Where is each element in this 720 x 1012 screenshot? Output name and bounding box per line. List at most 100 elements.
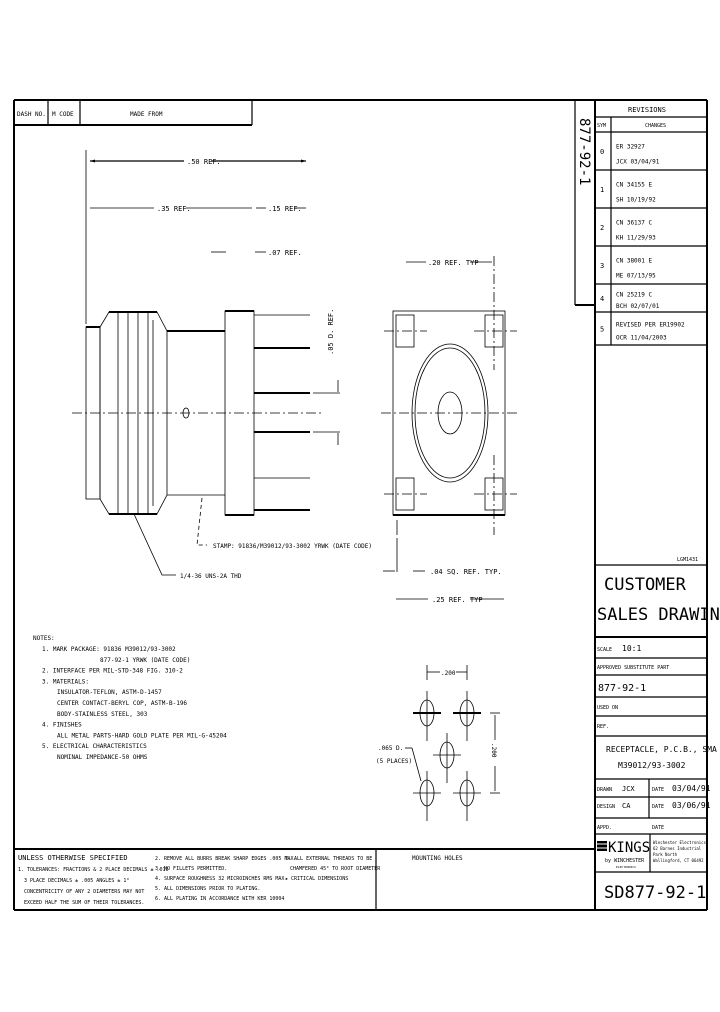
tolerance-line: 6. ALL PLATING IN ACCORDANCE WITH KER 10… — [155, 896, 284, 902]
revision-change-line2: ME 07/13/95 — [616, 273, 656, 280]
revision-change-line2: BCH 02/07/01 — [616, 303, 660, 310]
dim-right: .15 REF. — [268, 205, 302, 213]
note-line: 877-92-1 YRWK (DATE CODE) — [100, 657, 190, 664]
ref-label: REF. — [597, 724, 609, 730]
drawing-frame — [13, 99, 708, 911]
drawing-code: LGM1431 — [677, 557, 698, 563]
note-line: 5. ELECTRICAL CHARACTERISTICS — [42, 743, 147, 750]
drawn-by: JCX — [622, 785, 635, 793]
address-line: 62 Barnes Industrial — [653, 846, 702, 851]
dim-width-typ: .25 REF. TYP — [432, 596, 483, 604]
revision-sym: 2 — [600, 224, 604, 232]
note-line: CENTER CONTACT-BERYL COP, ASTM-B-196 — [57, 700, 187, 707]
dim-hole-pitch-h: .200 — [441, 670, 456, 677]
note-line: 1. MARK PACKAGE: 91836 M39012/93-3002 — [42, 646, 176, 653]
dim-hole-pitch-v: .200 — [490, 743, 497, 758]
scale-value: 10:1 — [622, 644, 641, 653]
tolerance-line: ★ CRITICAL DIMENSIONS — [285, 876, 348, 882]
drawn-date-label: DATE — [652, 787, 664, 793]
header-made-from: MADE FROM — [130, 111, 163, 118]
kings-logo: KINGS by WINCHESTER ELECTRONICS — [597, 840, 650, 869]
tolerance-line: 4. SURFACE ROUGHNESS 32 MICROINCHES RMS … — [155, 876, 287, 882]
note-line: BODY-STAINLESS STEEL, 303 — [57, 711, 148, 718]
approved-substitute-label: APPROVED SUBSTITUTE PART — [597, 665, 669, 671]
header-table: DASH NO. M CODE MADE FROM — [14, 100, 253, 126]
note-line: INSULATOR-TEFLON, ASTM-D-1457 — [57, 689, 162, 696]
tolerance-line: EXCEED HALF THE SUM OF THEIR TOLERANCES. — [24, 900, 144, 906]
design-by: CA — [622, 802, 631, 810]
revision-sym: 0 — [600, 148, 604, 156]
note-line: 3. MATERIALS: — [42, 678, 89, 685]
vertical-part-number: 877-92-1 — [576, 118, 592, 185]
logo-kings: KINGS — [608, 840, 650, 856]
side-view-dimensions: .50 REF. .35 REF. .15 REF. .07 REF. .05 … — [90, 158, 372, 580]
approved-substitute-value: 877-92-1 — [598, 683, 646, 694]
dim-left: .35 REF. — [157, 205, 191, 213]
revision-change-line1: REVISED PER ER19902 — [616, 322, 685, 329]
dim-sq-typ: .04 SQ. REF. TYP. — [430, 568, 502, 576]
address-line: Wallingford, CT 06492 — [653, 858, 704, 863]
tolerance-line: 2. REMOVE ALL BURRS BREAK SHARP EDGES .0… — [155, 856, 296, 862]
mounting-holes-label: MOUNTING HOLES — [412, 855, 463, 862]
thread-callout: 1/4-36 UNS-2A THD — [180, 573, 242, 580]
drawn-date: 03/04/91 — [672, 784, 711, 793]
dim-top-typ: .20 REF. TYP — [428, 259, 479, 267]
logo-electronics: ELECTRONICS — [616, 865, 636, 869]
notes-block: NOTES: 1. MARK PACKAGE: 91836 M39012/93-… — [33, 635, 227, 761]
note-line: 2. INTERFACE PER MIL-STD-348 FIG. 310-2 — [42, 668, 183, 675]
used-on-label: USED ON — [597, 705, 618, 711]
center-mark-icon — [182, 407, 190, 419]
tolerance-heading: UNLESS OTHERWISE SPECIFIED — [18, 854, 128, 862]
tolerance-line: CHAMFERED 45° TO ROOT DIAMETER — [290, 866, 381, 872]
scale-label: SCALE — [597, 647, 612, 653]
connector-side-view — [72, 150, 340, 576]
tolerance-line: 3 PLACE DECIMALS ± .005 ANGLES ± 1° — [24, 878, 129, 884]
mounting-holes-view: .200 .200 .065 D. (5 PLACES) MOUNTING HO… — [376, 665, 500, 862]
title-customer: CUSTOMER — [604, 575, 687, 595]
drawn-label: DRAWN — [597, 787, 612, 793]
tolerance-line: 7. ALL EXTERNAL THREADS TO BE — [285, 856, 372, 862]
revision-change-line1: CN 25219 C — [616, 292, 653, 299]
notes-heading: NOTES: — [33, 635, 55, 642]
logo-winchester: by WINCHESTER — [605, 858, 645, 864]
design-date: 03/06/91 — [672, 801, 711, 810]
connector-front-view — [381, 256, 517, 572]
revisions-title: REVISIONS — [628, 106, 666, 114]
revision-sym: 1 — [600, 186, 604, 194]
appd-label: APPD. — [597, 825, 612, 831]
header-dash-no: DASH NO. — [17, 111, 46, 118]
title-block: LGM1431 CUSTOMER SALES DRAWING SCALE 10:… — [595, 557, 720, 903]
description-line2: M39012/93-3002 — [618, 761, 686, 770]
tolerance-line: 3. NO FILLETS PERMITTED. — [155, 866, 227, 872]
revision-change-line2: JCX 03/04/91 — [616, 159, 660, 166]
design-date-label: DATE — [652, 804, 664, 810]
note-line: ALL METAL PARTS-HARD GOLD PLATE PER MIL-… — [57, 732, 227, 739]
design-label: DESIGN — [597, 804, 615, 810]
stamp-callout: STAMP: 91836/M39012/93-3002 YRWK (DATE C… — [213, 543, 372, 550]
dim-hole-count: (5 PLACES) — [376, 758, 412, 765]
dim-hole-dia: .065 D. — [378, 745, 403, 752]
description-line1: RECEPTACLE, P.C.B., SMA — [606, 745, 717, 754]
tolerance-line: 5. ALL DIMENSIONS PRIOR TO PLATING. — [155, 886, 260, 892]
address-line: Winchester Electronics — [653, 840, 707, 845]
revision-sym: 3 — [600, 262, 604, 270]
revisions-col-sym: SYM — [597, 123, 606, 129]
header-m-code: M CODE — [52, 111, 74, 118]
revision-change-line2: SH 10/19/92 — [616, 197, 656, 204]
kings-crest-icon — [597, 841, 607, 851]
dim-overall: .50 REF. — [187, 158, 221, 166]
tolerance-line: 1. TOLERANCES: FRACTIONS & 2 PLACE DECIM… — [18, 867, 169, 873]
drawing-number: SD877-92-1 — [604, 883, 706, 903]
title-sales-drawing: SALES DRAWING — [597, 605, 720, 625]
revision-change-line2: KH 11/29/93 — [616, 235, 656, 242]
front-view-dimensions: .20 REF. TYP .04 SQ. REF. TYP. .25 REF. … — [383, 259, 504, 604]
address-line: Park North — [653, 852, 678, 857]
revision-change-line1: CN 38001 E — [616, 257, 653, 264]
tolerance-line: CONCENTRICITY OF ANY 2 DIAMETERS MAY NOT — [24, 889, 144, 895]
revision-sym: 4 — [600, 295, 604, 303]
revision-change-line1: CN 36137 C — [616, 219, 653, 226]
revision-change-line1: ER 32927 — [616, 143, 645, 150]
dim-diameter: .05 D. REF. — [327, 309, 335, 355]
